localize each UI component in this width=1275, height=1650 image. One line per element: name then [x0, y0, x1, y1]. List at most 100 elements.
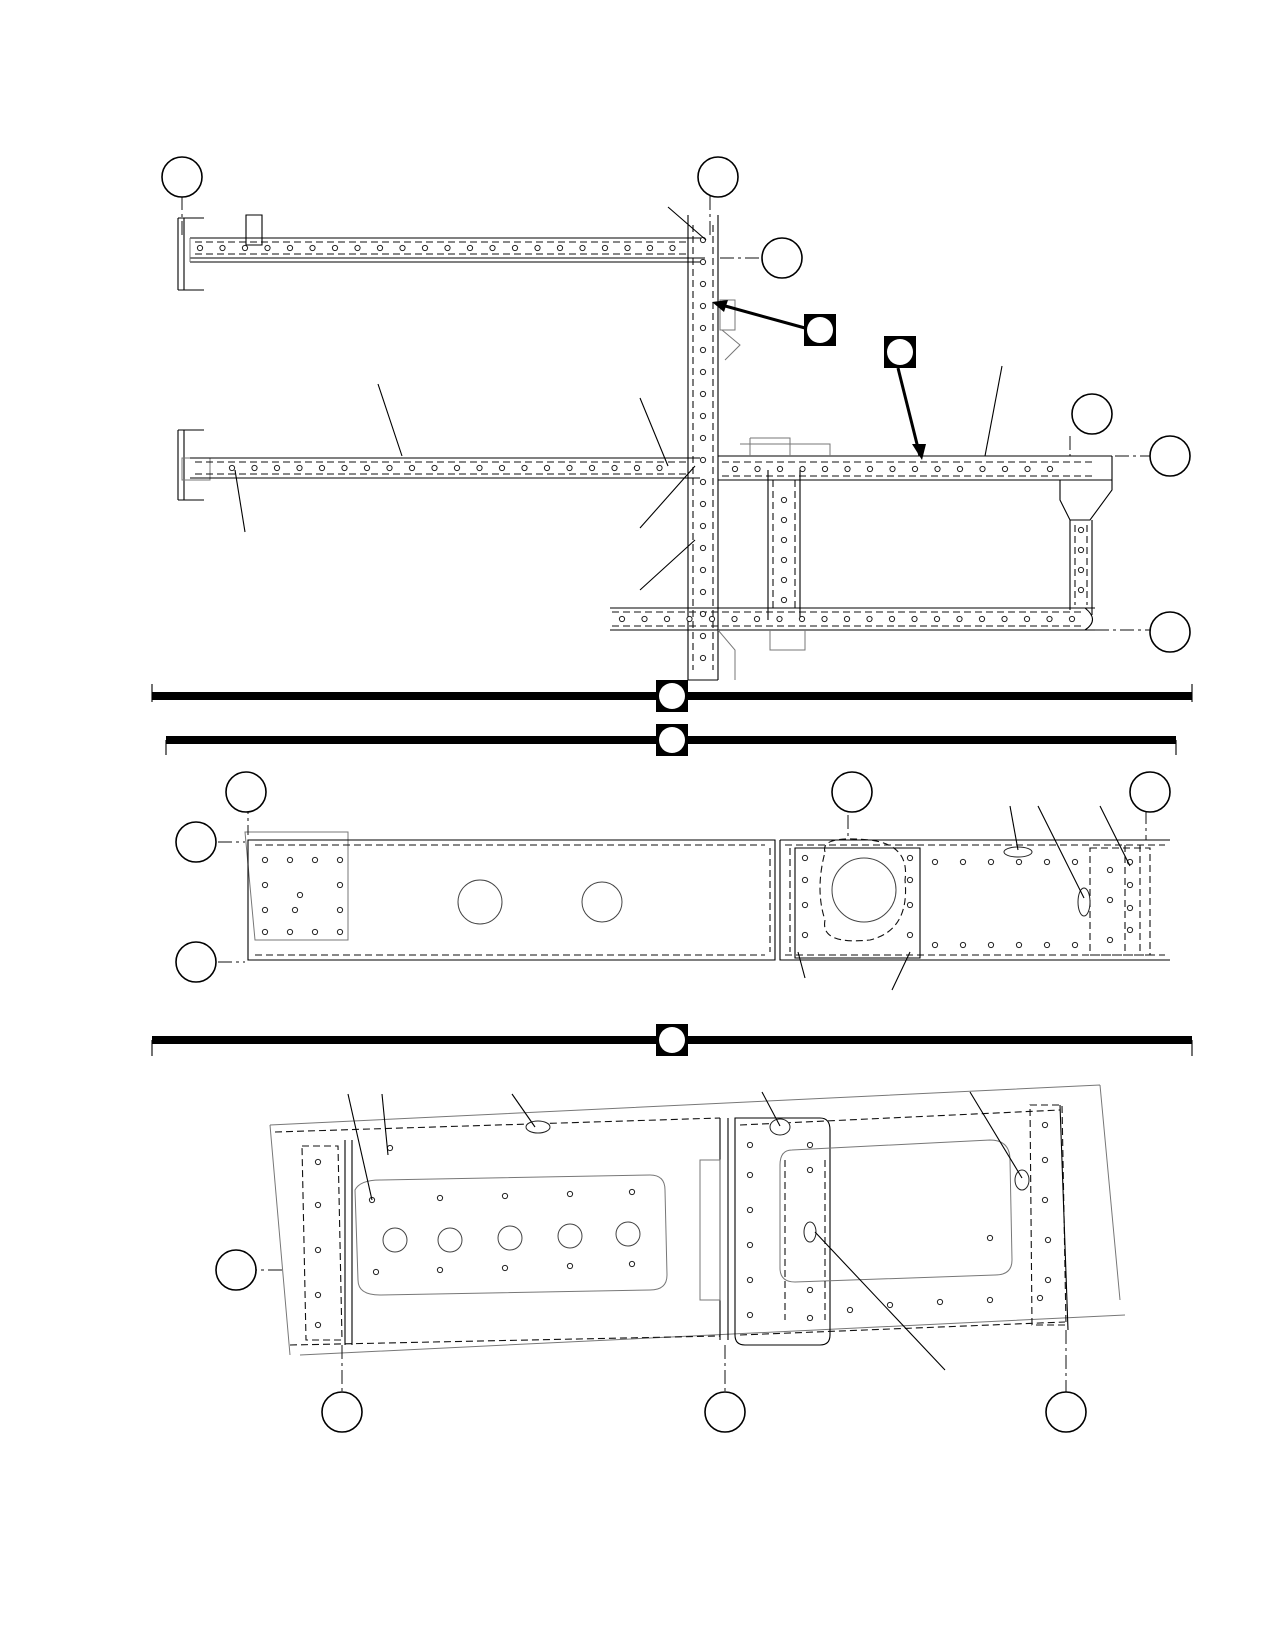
rivet-hole: [241, 244, 249, 252]
rivet-hole: [776, 465, 784, 473]
rivet-hole: [296, 891, 304, 899]
rivet-hole: [699, 500, 707, 508]
rivet-hole: [821, 615, 828, 623]
rivet-hole: [746, 1241, 754, 1249]
rivet-hole: [821, 465, 829, 473]
rivet-hole: [1001, 465, 1009, 473]
rivet-hole: [453, 464, 461, 472]
rivet-hole: [1126, 881, 1134, 889]
rivet-hole: [543, 464, 551, 472]
rivet-hole: [331, 244, 339, 252]
rivet-hole: [806, 1166, 814, 1174]
rivet-hole: [699, 280, 707, 288]
rivet-hole: [699, 588, 707, 596]
rivet-hole: [1077, 566, 1085, 574]
rivet-hole: [754, 465, 761, 473]
rivet-hole: [1044, 1236, 1052, 1244]
lightening-hole: [557, 1223, 583, 1249]
rivet-hole: [746, 1141, 754, 1149]
rivet-hole: [376, 244, 384, 252]
rivet-hole: [806, 1314, 814, 1322]
lightening-hole: [497, 1225, 523, 1251]
rivet-hole: [1041, 1156, 1049, 1164]
rivet-hole: [431, 464, 438, 472]
rivet-hole: [314, 1321, 322, 1329]
rivet-hole: [501, 1192, 509, 1200]
rivet-hole: [436, 1266, 444, 1274]
rivet-hole: [753, 615, 761, 623]
rivet-hole: [731, 615, 738, 623]
rivet-hole: [399, 244, 406, 252]
rivet-hole: [436, 1194, 444, 1202]
rivet-hole: [780, 536, 788, 544]
rivet-hole: [566, 1262, 574, 1270]
rivet-hole: [534, 244, 541, 252]
rivet-hole: [846, 1306, 854, 1314]
callout-bubble: [321, 1391, 363, 1433]
rivet-hole: [1077, 586, 1085, 594]
rivet-hole: [1126, 926, 1134, 934]
upper-plan-view: [161, 156, 1191, 681]
rivet-hole: [264, 244, 271, 252]
rivet-hole: [987, 941, 995, 949]
rivet-hole: [1015, 858, 1023, 866]
callout-bubble: [1045, 1391, 1087, 1433]
rivet-hole: [311, 856, 319, 864]
rivet-hole: [466, 244, 474, 252]
rivet-hole: [566, 464, 573, 472]
rivet-hole: [979, 465, 986, 473]
rivet-hole: [931, 941, 939, 949]
rivet-hole: [521, 464, 528, 472]
rivet-hole: [624, 244, 631, 252]
section-divider-3: [151, 1024, 1193, 1056]
rivet-hole: [286, 928, 294, 936]
rivet-hole: [978, 615, 986, 623]
rivet-hole: [261, 856, 269, 864]
rivet-hole: [618, 615, 626, 623]
rivet-holes-vertical-spar: [699, 236, 707, 662]
rivet-hole: [611, 464, 618, 472]
rivet-hole: [699, 654, 707, 662]
rivet-hole: [291, 906, 299, 914]
rivet-hole: [933, 615, 941, 623]
rivet-hole: [746, 1311, 754, 1319]
callout-bubble: [1149, 435, 1191, 477]
rivet-hole: [889, 465, 896, 473]
callout-bubble: [697, 156, 739, 198]
rivet-hole: [801, 901, 809, 909]
rivet-hole: [1106, 936, 1114, 944]
rivet-hole: [1015, 941, 1023, 949]
rivet-hole: [806, 1141, 814, 1149]
rivet-hole: [986, 1296, 994, 1304]
rivet-hole: [911, 615, 918, 623]
rivet-hole: [372, 1268, 380, 1276]
rivet-hole: [261, 906, 269, 914]
rivet-hole: [959, 941, 967, 949]
rivet-hole: [699, 236, 707, 244]
rivet-hole: [363, 464, 371, 472]
rivet-hole: [699, 324, 707, 332]
rivet-holes-right-frame: [731, 465, 1085, 594]
rivet-hole: [444, 244, 451, 252]
rivet-hole: [776, 615, 783, 623]
rivet-hole: [588, 464, 596, 472]
rivet-hole: [906, 931, 914, 939]
rivet-hole: [699, 478, 707, 486]
rivet-hole: [780, 516, 788, 524]
rivet-hole: [746, 1276, 754, 1284]
rivet-hole: [309, 244, 316, 252]
rivet-hole: [866, 615, 873, 623]
rivet-hole: [936, 1298, 944, 1306]
rivet-holes-middle-view: [261, 854, 1134, 949]
rivet-hole: [801, 931, 809, 939]
rivet-hole: [1106, 896, 1114, 904]
rivet-holes-middle-beam: [228, 464, 663, 472]
rivet-hole: [780, 556, 788, 564]
rivet-holes-bottom-beam: [618, 615, 1076, 623]
lightening-hole: [831, 857, 897, 923]
rivet-hole: [798, 615, 806, 623]
rivet-hole: [1071, 858, 1079, 866]
rivet-hole: [699, 258, 707, 266]
callout-bubble: [161, 156, 203, 198]
